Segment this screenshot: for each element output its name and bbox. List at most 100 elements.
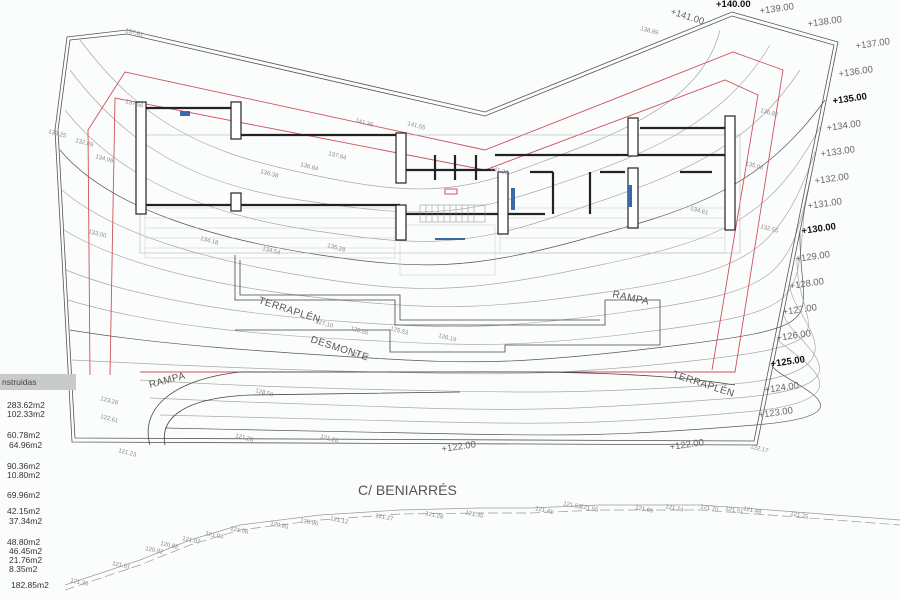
terrain-labels: TERRAPLÉN DESMONTE RAMPA RAMPA TERRAPLÉN: [148, 289, 737, 400]
street-spot-height: 120.85: [270, 521, 290, 531]
areas-header: nstruidas: [0, 374, 76, 390]
spot-height: 125.53: [389, 326, 409, 337]
spot-height: 121.26: [319, 434, 339, 445]
spot-height: 137.94: [327, 151, 347, 162]
contour-label: +140.00: [716, 0, 751, 10]
spot-height: 122.61: [99, 414, 119, 425]
spot-height: 136.38: [259, 169, 279, 180]
built-areas-panel: nstruidas 283.62m2 102.33m2 60.78m2 64.9…: [0, 374, 76, 590]
ramp-outline: [147, 255, 736, 446]
street-spot-height: 121.28: [425, 511, 445, 521]
area-value: 69.96m2: [7, 490, 41, 500]
spot-height: 122.17: [749, 444, 769, 455]
street-spot-height: 121.69: [635, 505, 655, 515]
spot-height: 128.50: [254, 388, 274, 399]
spot-height: 141.36: [354, 118, 374, 129]
street-spot-height: 120.90: [300, 518, 320, 528]
contour-label: +131.00: [807, 196, 843, 212]
contour-label: +138.00: [807, 14, 843, 30]
area-value: 10.80m2: [7, 470, 41, 480]
spot-height: 132.89: [74, 138, 94, 149]
street-name: C/ BENIARRÉS: [358, 482, 457, 498]
spot-height: 141.26: [489, 166, 509, 177]
contour-label: +123.00: [758, 405, 794, 421]
spot-height: 132.55: [759, 224, 779, 235]
street-spot-height: 121.75: [790, 511, 810, 521]
contour-lines: [59, 29, 826, 436]
contour-label: +127.00: [782, 302, 818, 318]
street-spot-height: 121.41: [535, 506, 555, 516]
street-spot-height: 121.35: [465, 510, 485, 520]
spot-height: 137.81: [124, 28, 144, 39]
street-spot-height: 121.06: [230, 526, 250, 536]
contour-label: +122.00: [441, 439, 477, 455]
area-value: 64.96m2: [9, 440, 43, 450]
setback-lines: [87, 51, 784, 376]
contour-label: +134.00: [826, 118, 862, 134]
contour-label: +130.00: [801, 221, 837, 237]
contour-label: +133.00: [820, 144, 856, 160]
terrace-grid: [144, 207, 726, 276]
spot-height: 123.26: [99, 396, 119, 407]
spot-height: 134.54: [261, 246, 281, 257]
spot-height: 136.82: [759, 108, 779, 119]
street-spot-height: 121.27: [375, 513, 395, 523]
area-value: 21.76m2: [9, 555, 43, 565]
street-spot-height: 120.82: [145, 546, 165, 556]
street-spot-height: 121.70: [700, 504, 720, 514]
street-spot-height: 121.07: [182, 536, 202, 546]
spot-height: 133.25: [47, 129, 67, 140]
street-spot-height: 121.55: [580, 504, 600, 514]
area-value: 42.15m2: [7, 506, 41, 516]
contour-label: +137.00: [855, 36, 891, 52]
contour-label: +132.00: [814, 171, 850, 187]
spot-height: 121.23: [117, 448, 137, 459]
spot-height: 138.89: [639, 26, 659, 37]
street-spot-height: 121.04: [205, 531, 225, 541]
columns: [135, 101, 736, 241]
spot-height: 141.55: [406, 121, 426, 132]
spot-height: 135.06: [744, 161, 764, 172]
area-value: 60.78m2: [7, 430, 41, 440]
stairs: [419, 204, 486, 223]
property-boundary: [54, 11, 839, 446]
area-value: 182.85m2: [11, 580, 49, 590]
contour-label: +129.00: [795, 249, 831, 265]
street-spot-height: 121.01: [112, 561, 132, 571]
terraplen-label: TERRAPLÉN: [257, 293, 322, 325]
area-value: 90.36m2: [7, 461, 41, 471]
contour-label: +126.00: [776, 328, 812, 344]
spot-height: 133.00: [87, 229, 107, 240]
contour-label: +135.00: [832, 91, 868, 107]
spot-height: 134.18: [199, 236, 219, 247]
spot-height: 121.28: [234, 433, 254, 444]
area-value: 8.35m2: [9, 564, 38, 574]
street-spot-heights: 121.20121.01120.82120.82121.07121.04121.…: [70, 501, 810, 588]
spot-height: 127.17: [349, 351, 369, 362]
street-spot-height: 121.48: [743, 506, 763, 516]
spot-height: 126.19: [437, 333, 457, 344]
contour-label: +141.00: [669, 6, 705, 27]
contour-label: +125.00: [770, 354, 806, 370]
building-footprint: [135, 101, 741, 276]
spot-height: 137.56: [124, 99, 144, 110]
street-spot-height: 121.74: [665, 504, 685, 514]
contour-label: +122.00: [669, 437, 705, 453]
spot-height: 125.55: [349, 326, 369, 337]
spot-height: 136.84: [299, 162, 319, 173]
street-spot-height: 121.20: [70, 578, 90, 588]
area-value: 283.62m2: [7, 400, 45, 410]
contour-label: +139.00: [759, 1, 795, 17]
street-spot-height: 121.12: [330, 516, 350, 526]
contour-label: +136.00: [838, 64, 874, 80]
reference-marker: [444, 188, 458, 195]
spot-height: 135.28: [326, 243, 346, 254]
contour-label: +124.00: [764, 380, 800, 396]
spot-height: 134.61: [689, 206, 709, 217]
area-value: 48.80m2: [7, 537, 41, 547]
area-value: 37.34m2: [9, 516, 43, 526]
contour-labels: +141.00 +140.00 +139.00 +138.00 +137.00 …: [441, 0, 891, 455]
rampa-label: RAMPA: [611, 289, 650, 308]
